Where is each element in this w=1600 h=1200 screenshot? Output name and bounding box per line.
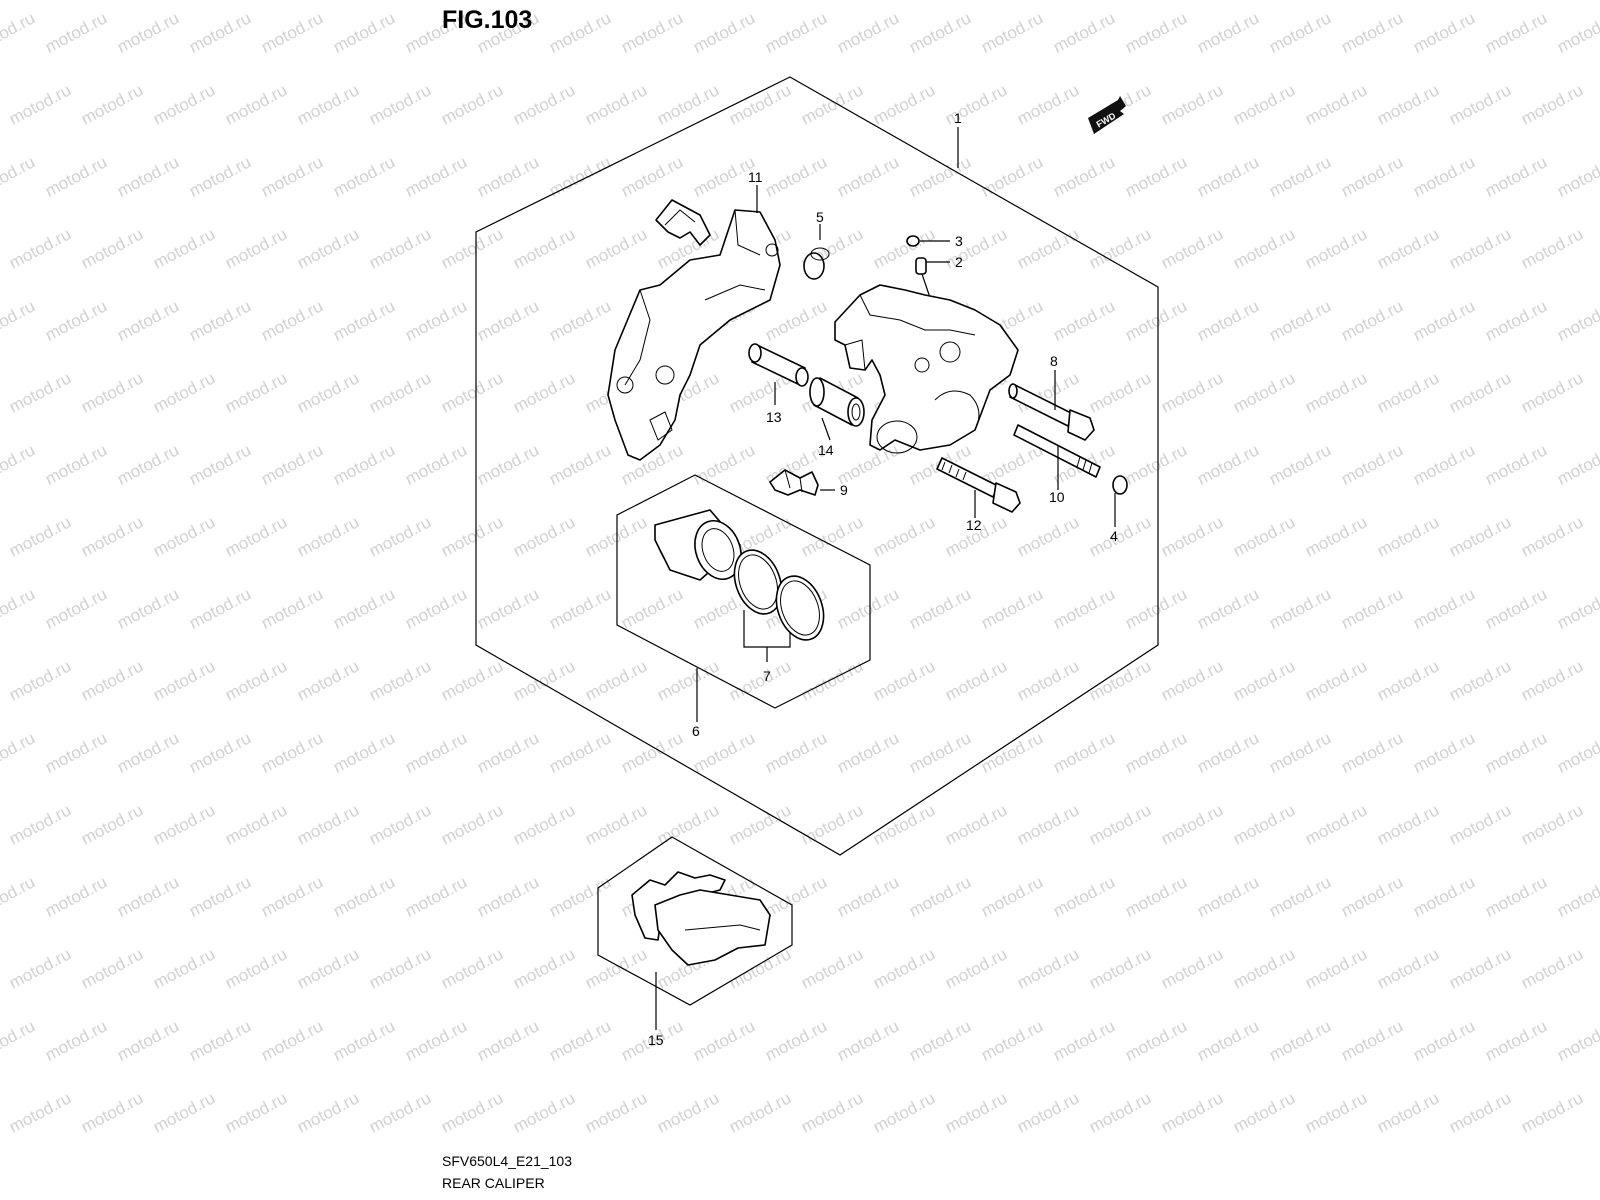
callout-12: 12 bbox=[966, 517, 982, 533]
pad-spring bbox=[769, 469, 835, 496]
callout-6: 6 bbox=[692, 723, 700, 739]
figure-title: FIG.103 bbox=[442, 6, 533, 34]
caliper-body bbox=[834, 284, 1019, 454]
callout-14: 14 bbox=[818, 442, 834, 458]
caliper-assembly-outline bbox=[475, 76, 1159, 856]
callout-9: 9 bbox=[840, 482, 848, 498]
callout-8: 8 bbox=[1050, 353, 1058, 369]
callout-5: 5 bbox=[816, 209, 824, 225]
caliper-bolt-12 bbox=[936, 457, 1021, 513]
callout-15: 15 bbox=[648, 1032, 664, 1048]
slide-pin bbox=[748, 343, 809, 387]
dust-seal bbox=[775, 575, 825, 641]
piston-kit-outline bbox=[616, 474, 871, 709]
brake-pad-kit-outline bbox=[597, 836, 793, 1006]
callout-10: 10 bbox=[1049, 489, 1065, 505]
caliper-pin-10 bbox=[1013, 424, 1101, 478]
pad-spring-clip bbox=[655, 199, 711, 246]
piston bbox=[654, 509, 742, 581]
caliper-bolt-8 bbox=[1008, 383, 1095, 441]
callout-13: 13 bbox=[766, 409, 782, 425]
bleeder-cap bbox=[906, 235, 950, 247]
pin-boot bbox=[809, 377, 865, 427]
figure-name-label: REAR CALIPER bbox=[442, 1175, 545, 1191]
callout-2: 2 bbox=[955, 254, 963, 270]
callout-11: 11 bbox=[748, 169, 763, 185]
callout-1: 1 bbox=[954, 110, 962, 126]
callout-4: 4 bbox=[1110, 528, 1118, 544]
callout-3: 3 bbox=[955, 233, 963, 249]
piston-seal bbox=[733, 549, 783, 615]
fwd-arrow-icon: FWD bbox=[1088, 96, 1126, 134]
boot-part bbox=[803, 224, 830, 280]
callout-7: 7 bbox=[763, 668, 771, 684]
leader-14 bbox=[821, 417, 831, 441]
plug-part bbox=[1112, 475, 1128, 527]
caliper-bracket bbox=[607, 209, 781, 461]
model-code-label: SFV650L4_E21_103 bbox=[442, 1153, 572, 1169]
brake-pads bbox=[631, 871, 771, 966]
